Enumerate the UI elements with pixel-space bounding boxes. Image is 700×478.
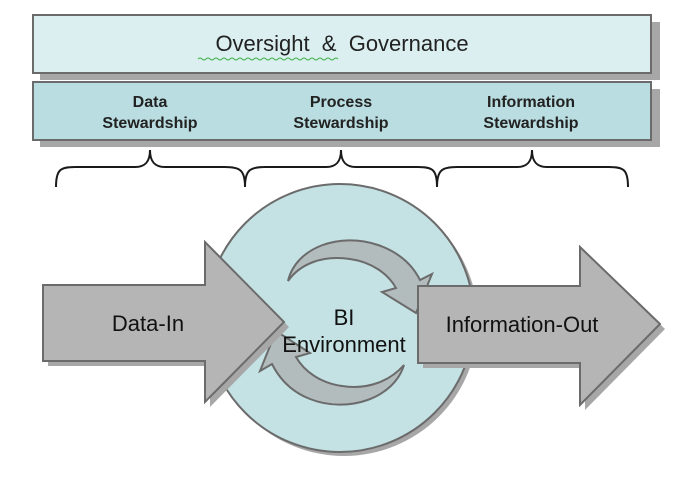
information-out-label: Information-Out <box>446 312 599 337</box>
oversight-label: Oversight & Governance <box>215 31 468 56</box>
data-in-arrow-shape <box>42 239 286 405</box>
information-stewardship-line1: Information <box>487 94 575 111</box>
data-in-label: Data-In <box>112 311 184 336</box>
stewardship-braces <box>55 149 629 188</box>
oversight-governance-band: Oversight & Governance <box>32 14 660 80</box>
brace-data <box>55 149 246 188</box>
bi-label-line1: BI <box>334 305 355 330</box>
cycle-arrow-lower <box>257 329 405 406</box>
oversight-band-box <box>32 14 652 74</box>
information-stewardship-line2: Stewardship <box>483 115 578 132</box>
brace-process <box>244 149 438 188</box>
information-out-arrow: Information-Out <box>417 244 665 410</box>
cycle-arrow-upper <box>287 239 434 315</box>
information-out-arrow-shape <box>417 244 662 408</box>
data-stewardship-line1: Data <box>133 94 168 111</box>
stewardship-band: Data Stewardship Process Stewardship Inf… <box>32 81 660 147</box>
bi-label-line2: Environment <box>282 332 406 357</box>
process-stewardship-line1: Process <box>310 94 372 111</box>
data-in-arrow: Data-In <box>42 239 289 407</box>
data-stewardship-line2: Stewardship <box>102 115 197 132</box>
spellcheck-underline <box>197 57 339 61</box>
brace-information <box>436 149 629 188</box>
stewardship-band-box <box>32 81 652 141</box>
bi-environment-cycle <box>205 183 478 456</box>
process-stewardship-line2: Stewardship <box>293 115 388 132</box>
